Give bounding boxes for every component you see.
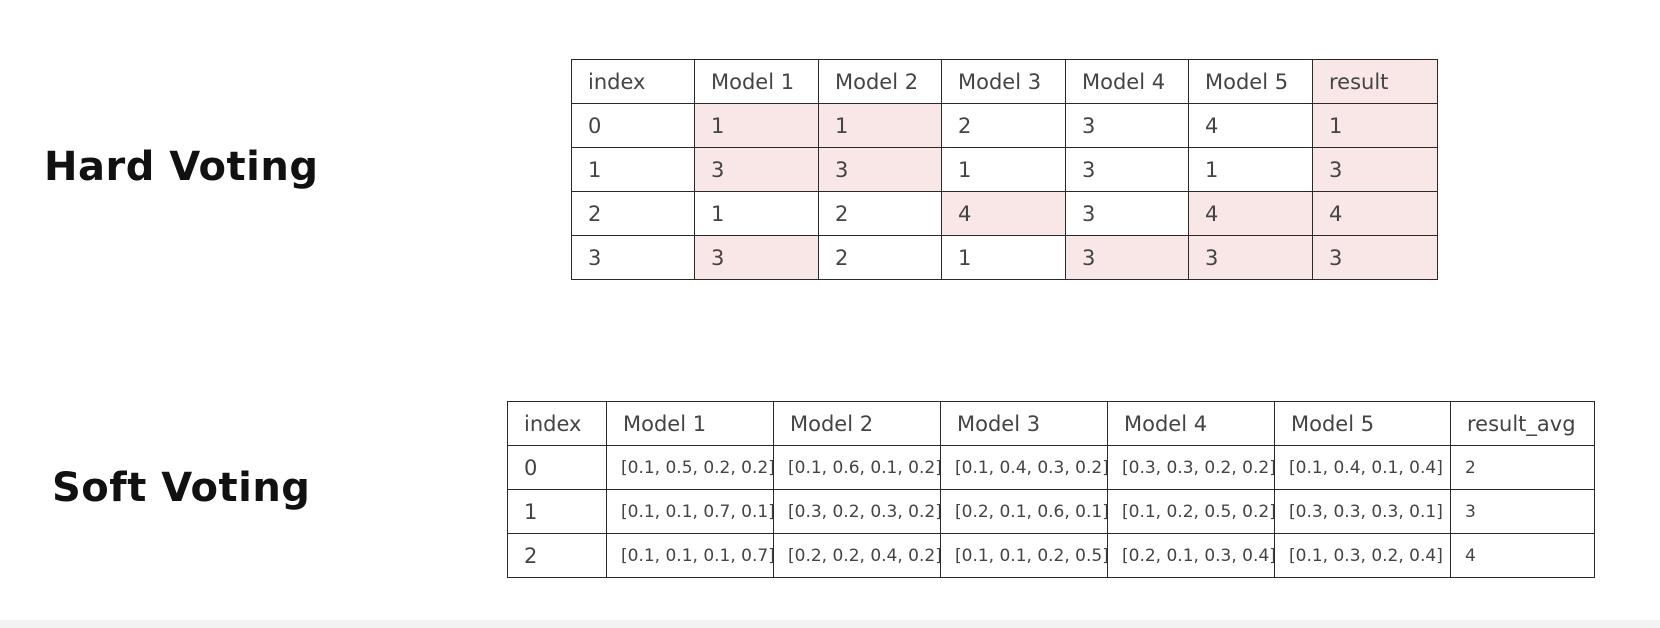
table-cell: 0 xyxy=(571,103,695,148)
column-header: Model 3 xyxy=(941,59,1066,104)
hard-voting-table: index Model 1 Model 2 Model 3 Model 4 Mo… xyxy=(571,59,1438,280)
table-cell: 4 xyxy=(1188,191,1313,236)
table-cell: 3 xyxy=(1065,103,1189,148)
table-cell: 4 xyxy=(1312,191,1438,236)
table-cell: 3 xyxy=(818,147,942,192)
table-header-row: index Model 1 Model 2 Model 3 Model 4 Mo… xyxy=(507,401,1595,446)
table-cell: 1 xyxy=(694,103,819,148)
table-cell: 1 xyxy=(818,103,942,148)
bottom-band xyxy=(0,620,1660,628)
column-header: Model 2 xyxy=(818,59,942,104)
table-cell: [0.3, 0.3, 0.3, 0.1] xyxy=(1274,489,1451,534)
table-cell: 2 xyxy=(941,103,1066,148)
column-header: index xyxy=(571,59,695,104)
table-cell: [0.1, 0.6, 0.1, 0.2] xyxy=(773,445,941,490)
table-cell: 1 xyxy=(507,489,607,534)
table-cell: 1 xyxy=(941,235,1066,280)
table-cell: 2 xyxy=(1450,445,1595,490)
column-header: result xyxy=(1312,59,1438,104)
table-row: 1 [0.1, 0.1, 0.7, 0.1] [0.3, 0.2, 0.3, 0… xyxy=(507,489,1595,534)
soft-voting-table: index Model 1 Model 2 Model 3 Model 4 Mo… xyxy=(507,401,1595,578)
table-row: 0 [0.1, 0.5, 0.2, 0.2] [0.1, 0.6, 0.1, 0… xyxy=(507,445,1595,490)
table-cell: 2 xyxy=(818,191,942,236)
table-row: 2 [0.1, 0.1, 0.1, 0.7] [0.2, 0.2, 0.4, 0… xyxy=(507,533,1595,578)
table-cell: 3 xyxy=(1312,147,1438,192)
table-cell: 4 xyxy=(1450,533,1595,578)
soft-voting-title: Soft Voting xyxy=(52,465,311,511)
table-cell: [0.1, 0.1, 0.2, 0.5] xyxy=(940,533,1108,578)
table-cell: 3 xyxy=(694,235,819,280)
column-header: Model 5 xyxy=(1274,401,1451,446)
table-cell: 2 xyxy=(507,533,607,578)
table-cell: 3 xyxy=(1312,235,1438,280)
table-cell: 2 xyxy=(818,235,942,280)
hard-voting-title: Hard Voting xyxy=(44,144,319,190)
table-cell: [0.1, 0.4, 0.3, 0.2] xyxy=(940,445,1108,490)
table-cell: 2 xyxy=(571,191,695,236)
table-cell: 4 xyxy=(1188,103,1313,148)
table-cell: [0.1, 0.4, 0.1, 0.4] xyxy=(1274,445,1451,490)
table-cell: 1 xyxy=(941,147,1066,192)
column-header: Model 4 xyxy=(1107,401,1275,446)
table-cell: 3 xyxy=(1065,191,1189,236)
column-header: result_avg xyxy=(1450,401,1595,446)
table-cell: [0.2, 0.1, 0.6, 0.1] xyxy=(940,489,1108,534)
table-cell: [0.1, 0.5, 0.2, 0.2] xyxy=(606,445,774,490)
column-header: Model 5 xyxy=(1188,59,1313,104)
table-row: 1 3 3 1 3 1 3 xyxy=(571,147,1438,192)
table-cell: 1 xyxy=(1312,103,1438,148)
table-cell: 1 xyxy=(571,147,695,192)
table-cell: [0.1, 0.1, 0.1, 0.7] xyxy=(606,533,774,578)
table-cell: 3 xyxy=(1065,235,1189,280)
table-cell: [0.3, 0.2, 0.3, 0.2] xyxy=(773,489,941,534)
column-header: index xyxy=(507,401,607,446)
table-cell: [0.1, 0.2, 0.5, 0.2] xyxy=(1107,489,1275,534)
table-cell: 3 xyxy=(694,147,819,192)
column-header: Model 1 xyxy=(606,401,774,446)
table-cell: 4 xyxy=(941,191,1066,236)
column-header: Model 2 xyxy=(773,401,941,446)
table-row: 3 3 2 1 3 3 3 xyxy=(571,235,1438,280)
table-cell: [0.1, 0.1, 0.7, 0.1] xyxy=(606,489,774,534)
column-header: Model 4 xyxy=(1065,59,1189,104)
table-cell: 1 xyxy=(1188,147,1313,192)
column-header: Model 1 xyxy=(694,59,819,104)
table-row: 2 1 2 4 3 4 4 xyxy=(571,191,1438,236)
table-cell: 3 xyxy=(1450,489,1595,534)
table-header-row: index Model 1 Model 2 Model 3 Model 4 Mo… xyxy=(571,59,1438,104)
column-header: Model 3 xyxy=(940,401,1108,446)
table-cell: 1 xyxy=(694,191,819,236)
table-cell: [0.2, 0.2, 0.4, 0.2] xyxy=(773,533,941,578)
table-cell: [0.1, 0.3, 0.2, 0.4] xyxy=(1274,533,1451,578)
table-cell: 0 xyxy=(507,445,607,490)
table-cell: 3 xyxy=(1065,147,1189,192)
table-cell: [0.3, 0.3, 0.2, 0.2] xyxy=(1107,445,1275,490)
table-cell: [0.2, 0.1, 0.3, 0.4] xyxy=(1107,533,1275,578)
table-row: 0 1 1 2 3 4 1 xyxy=(571,103,1438,148)
table-cell: 3 xyxy=(571,235,695,280)
table-cell: 3 xyxy=(1188,235,1313,280)
